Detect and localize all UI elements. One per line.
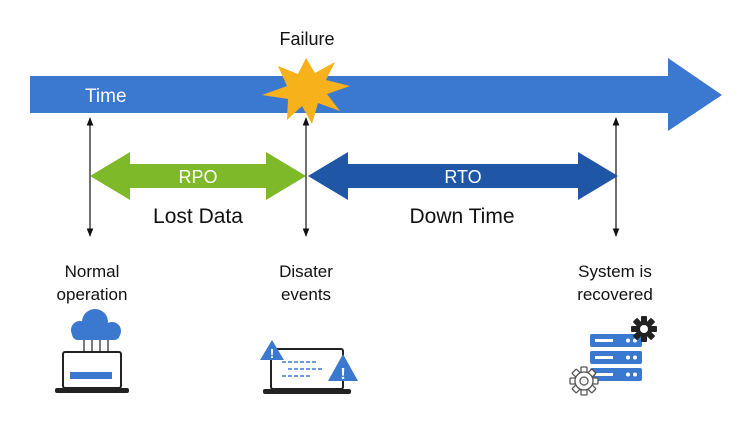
rpo-arrow <box>90 152 306 200</box>
time-arrow <box>30 58 722 131</box>
failure-burst-icon <box>262 58 350 124</box>
svg-text:!: ! <box>270 346 274 361</box>
system-recovered-label-line1: System is <box>578 262 652 281</box>
svg-text:!: ! <box>340 366 345 383</box>
disaster-events-label-line1: Disater <box>279 262 333 281</box>
cloud-laptop-icon <box>55 309 129 393</box>
rto-label: RTO <box>444 167 481 187</box>
disaster-events-label-line2: events <box>281 285 331 304</box>
normal-operation-label-line2: operation <box>57 285 128 304</box>
lost-data-caption: Lost Data <box>153 205 243 228</box>
rpo-label: RPO <box>178 167 217 187</box>
rto-arrow <box>308 152 618 200</box>
failure-label: Failure <box>279 29 334 49</box>
down-time-caption: Down Time <box>409 205 514 228</box>
normal-operation-label-line1: Normal <box>65 262 120 281</box>
time-label: Time <box>85 86 127 107</box>
server-gears-icon <box>569 316 657 396</box>
warning-laptop-icon: ! ! <box>260 340 358 394</box>
system-recovered-label-line2: recovered <box>577 285 653 304</box>
